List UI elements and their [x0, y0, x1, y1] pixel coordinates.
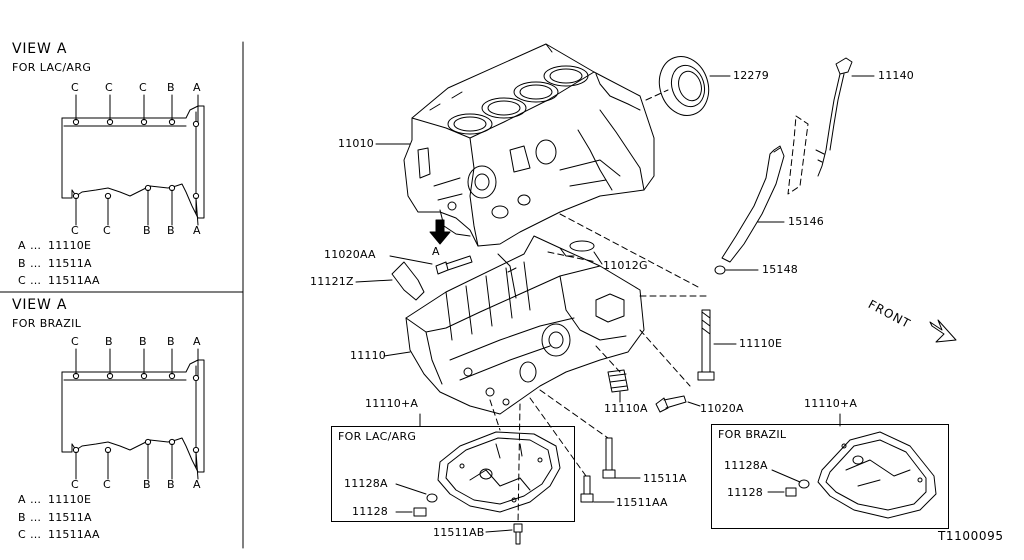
- part-label-11020A: 11020A: [700, 402, 744, 415]
- bolt-11110E-illustration: [697, 309, 737, 381]
- part-label-11511AA: 11511AA: [616, 496, 668, 509]
- part-label-11110: 11110: [350, 349, 386, 362]
- legend-value: 11511AA: [48, 528, 100, 541]
- front-arrow: [929, 319, 957, 343]
- view-a-lac-top-letter: A: [193, 81, 201, 94]
- bolt-11511AA-illustration: [580, 475, 615, 503]
- view-a-lac-bottom-letter: A: [193, 224, 201, 237]
- part-label-12279: 12279: [733, 69, 769, 82]
- legend-value: 11110E: [48, 239, 92, 252]
- dipstick-illustration: [815, 57, 875, 177]
- legend-dots: …: [30, 528, 42, 541]
- legend-dots: …: [30, 257, 42, 270]
- legend-key: C: [18, 528, 26, 541]
- part-11110A-illustration: [607, 369, 629, 403]
- part-label-11511AB: 11511AB: [433, 526, 485, 539]
- view-a-brazil-bottom-letter: A: [193, 478, 201, 491]
- view-a-lac-outline: [61, 94, 205, 226]
- legend-value: 11511A: [48, 511, 92, 524]
- bolt-11020A-illustration: [655, 395, 701, 413]
- ring-15148-illustration: [714, 265, 726, 275]
- brazil-oil-pan-box: [711, 424, 949, 529]
- part-label-11110-plus-a-left: 11110+A: [365, 397, 419, 410]
- part-11121Z-illustration: [355, 261, 425, 301]
- legend-dots: …: [30, 239, 42, 252]
- view-a-lac-bottom-letter: B: [167, 224, 175, 237]
- view-a-brazil-subtitle: FOR BRAZIL: [12, 317, 82, 330]
- legend-dots: …: [30, 493, 42, 506]
- view-a-brazil-outline: [61, 348, 205, 480]
- bolt-11020AA-illustration: [389, 255, 473, 275]
- view-a-brazil-top-letter: B: [167, 335, 175, 348]
- view-a-brazil-title: VIEW A: [12, 297, 68, 313]
- part-label-11110E: 11110E: [739, 337, 783, 350]
- view-a-lac-subtitle: FOR LAC/ARG: [12, 61, 92, 74]
- part-label-11128-left: 11128: [352, 505, 388, 518]
- part-label-11128A-left: 11128A: [344, 477, 388, 490]
- view-a-brazil-bottom-letter: B: [143, 478, 151, 491]
- legend-dots: …: [30, 511, 42, 524]
- legend-key: B: [18, 511, 26, 524]
- part-label-11140: 11140: [878, 69, 914, 82]
- view-a-lac-top-letter: B: [167, 81, 175, 94]
- legend-value: 11511AA: [48, 274, 100, 287]
- lac-oil-pan-box: [331, 426, 575, 522]
- oil-pan-brazil-illustration: [817, 431, 937, 519]
- view-a-arrow: [429, 219, 451, 245]
- view-a-lac-bottom-letter: B: [143, 224, 151, 237]
- part-label-11012G: 11012G: [603, 259, 648, 272]
- bolt-11511AB-illustration: [485, 523, 523, 545]
- part-label-11020AA: 11020AA: [324, 248, 376, 261]
- legend-value: 11511A: [48, 257, 92, 270]
- part-label-11128-right: 11128: [727, 486, 763, 499]
- crank-seal-illustration: [658, 56, 731, 116]
- part-label-11110-plus-a-right: 11110+A: [804, 397, 858, 410]
- view-a-lac-top-letter: C: [139, 81, 147, 94]
- view-a-lac-bottom-letter: C: [71, 224, 79, 237]
- view-a-brazil-bottom-letter: C: [103, 478, 111, 491]
- legend-key: A: [18, 239, 26, 252]
- legend-value: 11110E: [48, 493, 92, 506]
- legend-key: B: [18, 257, 26, 270]
- drain-plug-lac-illustration: [395, 483, 438, 517]
- legend-dots: …: [30, 274, 42, 287]
- part-label-11110A: 11110A: [604, 402, 648, 415]
- drawing-code: T1100095: [938, 529, 1004, 543]
- view-a-brazil-top-letter: B: [139, 335, 147, 348]
- cylinder-block-illustration: [403, 43, 655, 247]
- legend-key: A: [18, 493, 26, 506]
- view-a-brazil-bottom-letter: C: [71, 478, 79, 491]
- view-a-brazil-top-letter: C: [71, 335, 79, 348]
- bolt-11511A-illustration: [602, 437, 641, 479]
- view-a-lac-title: VIEW A: [12, 41, 68, 57]
- gasket-11012G-illustration: [569, 240, 595, 252]
- drain-plug-brazil-illustration: [767, 469, 810, 497]
- view-a-brazil-top-letter: A: [193, 335, 201, 348]
- part-label-11121Z: 11121Z: [310, 275, 354, 288]
- part-label-15146: 15146: [788, 215, 824, 228]
- oil-pan-lac-illustration: [437, 431, 561, 513]
- lower-block-illustration: [405, 235, 645, 415]
- view-a-lac-top-letter: C: [71, 81, 79, 94]
- dipstick-guide-illustration: [721, 145, 785, 263]
- part-label-11010: 11010: [338, 137, 374, 150]
- part-label-15148: 15148: [762, 263, 798, 276]
- legend-key: C: [18, 274, 26, 287]
- assembly-dashed-lines: [489, 89, 809, 525]
- view-a-brazil-top-letter: B: [105, 335, 113, 348]
- view-a-lac-top-letter: C: [105, 81, 113, 94]
- brazil-box-title: FOR BRAZIL: [718, 428, 787, 441]
- view-a-brazil-bottom-letter: B: [167, 478, 175, 491]
- part-label-11128A-right: 11128A: [724, 459, 768, 472]
- view-a-lac-bottom-letter: C: [103, 224, 111, 237]
- part-label-11511A: 11511A: [643, 472, 687, 485]
- lac-box-title: FOR LAC/ARG: [338, 430, 417, 443]
- view-arrow-label: A: [432, 245, 440, 258]
